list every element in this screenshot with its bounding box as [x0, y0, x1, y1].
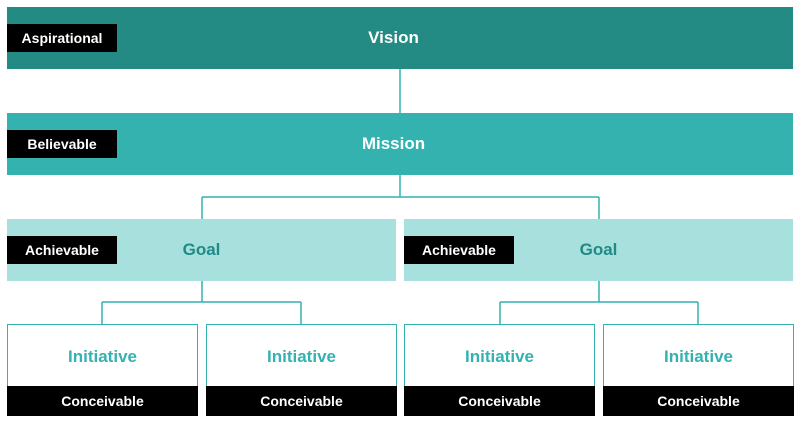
initiative-box-3: Initiative Conceivable: [404, 324, 595, 416]
mission-title: Mission: [361, 134, 426, 153]
achievable-label-right: Achievable: [404, 236, 514, 264]
initiative-box-1: Initiative Conceivable: [7, 324, 198, 416]
aspirational-label: Aspirational: [7, 24, 117, 52]
vision-title: Vision: [368, 28, 419, 47]
initiative-title: Initiative: [465, 346, 534, 366]
conceivable-label: Conceivable: [404, 386, 595, 416]
achievable-label-left: Achievable: [7, 236, 117, 264]
conceivable-label: Conceivable: [206, 386, 397, 416]
vision-box: Vision: [7, 7, 793, 69]
goal-title: Goal: [579, 240, 618, 259]
initiative-title: Initiative: [267, 346, 336, 366]
believable-label: Believable: [7, 130, 117, 158]
initiative-title: Initiative: [664, 346, 733, 366]
goal-title: Goal: [182, 240, 221, 259]
mission-box: Mission: [7, 113, 793, 175]
conceivable-label: Conceivable: [603, 386, 794, 416]
initiative-title: Initiative: [68, 346, 137, 366]
conceivable-label: Conceivable: [7, 386, 198, 416]
initiative-box-2: Initiative Conceivable: [206, 324, 397, 416]
initiative-box-4: Initiative Conceivable: [603, 324, 794, 416]
